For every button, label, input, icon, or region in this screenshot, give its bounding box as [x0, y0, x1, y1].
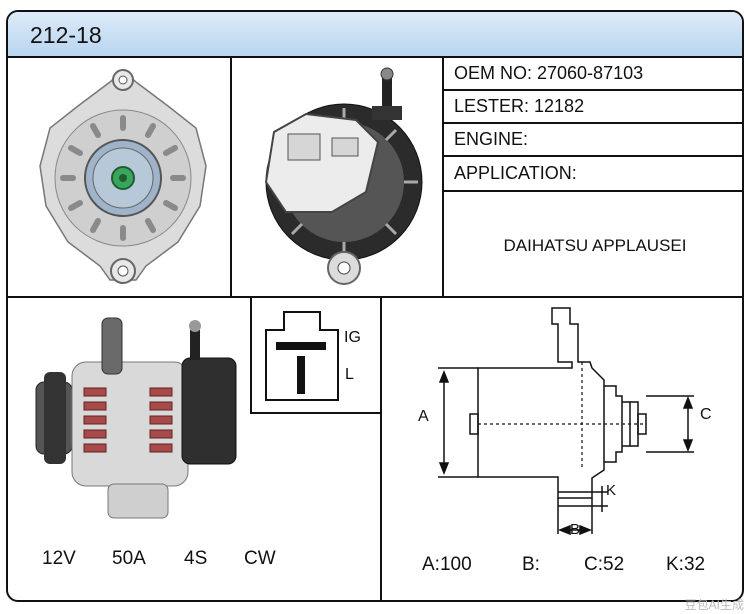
spec-table: OEM NO: 27060-87103 LESTER: 12182 ENGINE…	[444, 58, 742, 296]
lester-number-text: LESTER: 12182	[454, 96, 585, 116]
title-bar: 212-18	[8, 12, 742, 58]
dim-label-k: K	[606, 482, 617, 499]
product-sheet: 212-18 OEM NO: 27060-87103 LESTER: 12182…	[6, 10, 744, 602]
rating-voltage: 12V	[42, 548, 76, 569]
spec-row-application: APPLICATION:	[444, 157, 742, 192]
dim-label-a: A	[418, 408, 429, 425]
dimension-k-value: K:32	[666, 554, 706, 575]
divider-v-top-1	[230, 58, 232, 296]
spec-row-oem: OEM NO: 27060-87103	[444, 58, 742, 91]
connector-ig-label: IG	[344, 329, 361, 346]
alternator-rear-view-image	[264, 67, 423, 285]
connector-l-label: L	[345, 366, 354, 383]
dimension-c-value: C:52	[584, 554, 625, 575]
divider-h-middle	[8, 296, 742, 298]
spec-row-engine: ENGINE:	[444, 124, 742, 157]
alternator-front-view-image	[39, 68, 207, 284]
application-value: DAIHATSU APPLAUSEI	[503, 236, 687, 255]
dimension-a-value: A:100	[422, 554, 472, 575]
connector-box-border	[250, 296, 380, 414]
dimension-b-value: B:	[522, 554, 540, 575]
part-number-title: 212-18	[30, 22, 102, 48]
dim-label-c: C	[700, 406, 712, 423]
rating-rotation: CW	[244, 548, 276, 569]
dimension-drawing	[438, 307, 694, 536]
divider-v-top-2	[442, 58, 444, 296]
spec-row-lester: LESTER: 12182	[444, 91, 742, 124]
divider-v-bottom	[380, 296, 382, 600]
alternator-side-view-image	[35, 317, 237, 519]
oem-number-text: OEM NO: 27060-87103	[454, 63, 644, 83]
rating-amperage: 50A	[112, 548, 146, 569]
watermark-text: 豆包AI生成	[684, 598, 744, 612]
connector-plug-diagram	[265, 311, 339, 401]
application-text: APPLICATION:	[454, 163, 577, 183]
engine-text: ENGINE:	[454, 129, 529, 149]
rating-pulley: 4S	[184, 548, 208, 569]
dim-label-b: B	[570, 521, 581, 538]
